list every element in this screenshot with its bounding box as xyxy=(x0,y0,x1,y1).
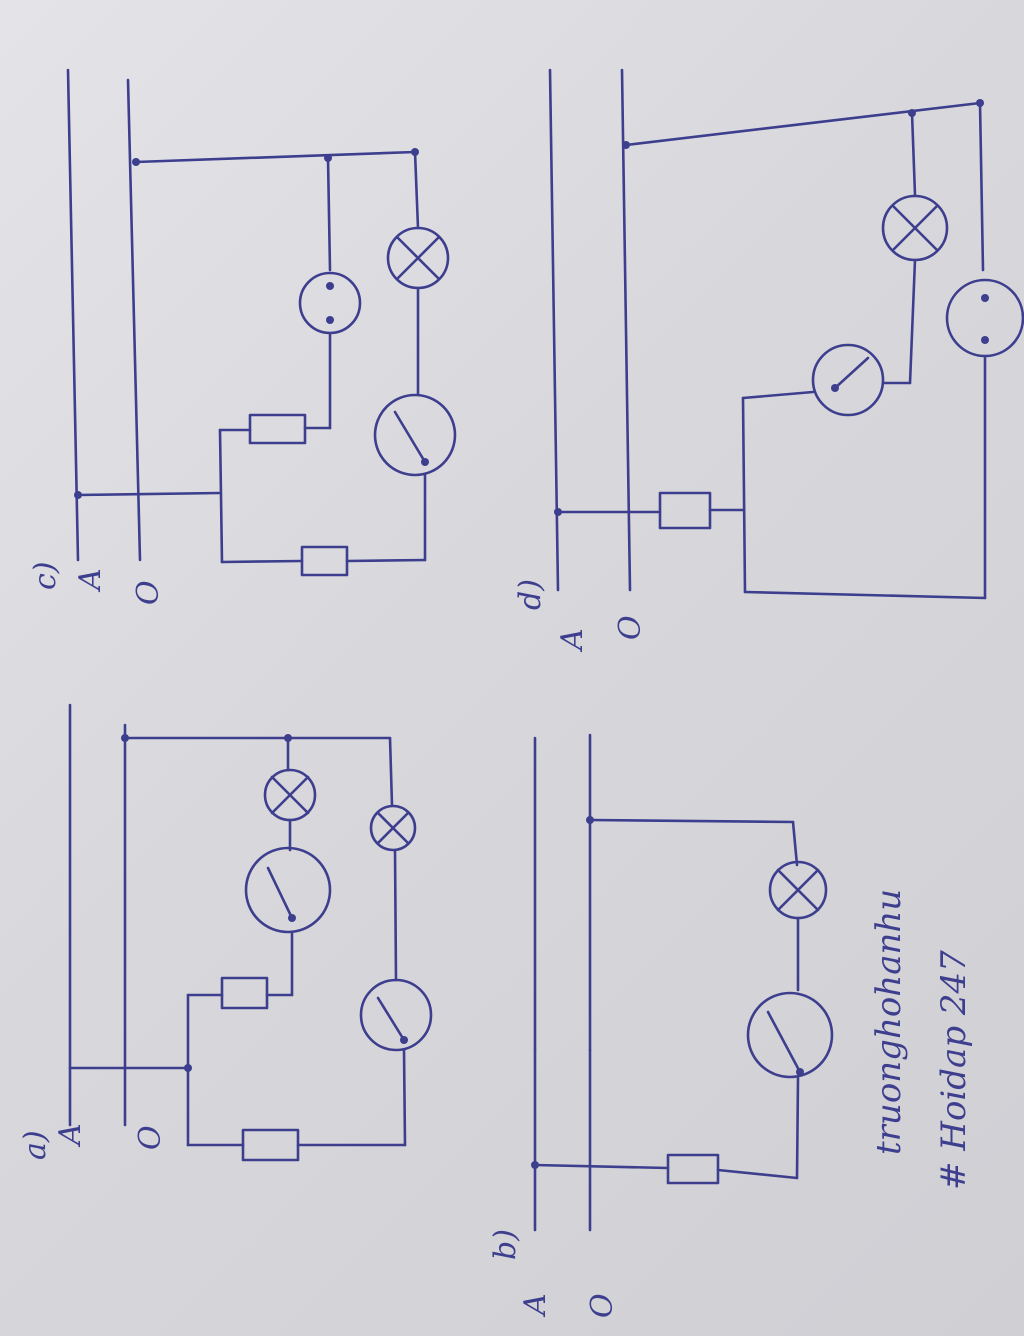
line-o-conductor xyxy=(620,68,632,592)
switch-icon xyxy=(244,846,332,934)
switch-contact xyxy=(421,458,429,466)
switch-contact xyxy=(831,384,839,392)
wire xyxy=(791,820,799,867)
diagram-b: b) A O xyxy=(488,733,834,1318)
junction-dot xyxy=(284,734,292,742)
switch-lever xyxy=(376,996,406,1042)
fuse-icon xyxy=(241,1128,300,1162)
socket-pin xyxy=(326,282,334,290)
wire xyxy=(624,101,982,147)
switch-lever xyxy=(833,356,870,390)
line-a-label: A xyxy=(53,1123,88,1148)
switch-icon xyxy=(359,978,433,1052)
line-a-conductor xyxy=(66,68,80,562)
socket-pin xyxy=(981,294,989,302)
wire xyxy=(741,396,747,594)
wire xyxy=(402,1048,407,1147)
wire xyxy=(910,111,917,197)
wire xyxy=(134,150,417,164)
diagram-c: c) A O xyxy=(28,68,457,605)
diagram-label: c) xyxy=(28,561,63,590)
wire xyxy=(76,491,222,497)
switch-contact xyxy=(796,1068,804,1076)
junction-dot xyxy=(184,1064,192,1072)
wire xyxy=(741,390,815,400)
switch-lever xyxy=(393,410,427,464)
switch-icon xyxy=(746,991,834,1079)
wire xyxy=(588,818,795,824)
fuse-icon xyxy=(666,1153,720,1185)
line-o-label: O xyxy=(613,615,648,640)
lamp-cross xyxy=(270,775,310,815)
switch-contact xyxy=(400,1036,408,1044)
lamp-cross xyxy=(376,811,410,845)
lamp-cross xyxy=(891,204,939,252)
fuse-icon xyxy=(300,545,349,577)
diagram-d: d) A O xyxy=(513,68,1024,653)
wire xyxy=(978,101,985,272)
line-a-conductor xyxy=(548,68,560,592)
line-o-label: O xyxy=(133,1125,168,1150)
switch-contact xyxy=(288,914,296,922)
line-a-label: A xyxy=(518,1293,553,1318)
wire xyxy=(393,848,398,982)
junction-dot xyxy=(74,491,82,499)
line-o-label: O xyxy=(131,580,166,605)
switch-lever xyxy=(266,866,294,920)
signature-tag: # Hoidap 247 xyxy=(934,950,974,1190)
line-o-label: O xyxy=(585,1293,620,1318)
switch-icon xyxy=(811,343,885,417)
wire xyxy=(413,150,420,230)
line-a-label: A xyxy=(73,568,108,593)
diagram-label: a) xyxy=(18,1130,53,1160)
wire xyxy=(220,559,304,564)
wire xyxy=(743,590,987,600)
fuse-icon xyxy=(658,491,712,530)
switch-icon xyxy=(373,393,457,477)
wire xyxy=(388,736,394,807)
wire xyxy=(326,156,332,272)
lamp-cross xyxy=(395,235,441,281)
switch-lever xyxy=(766,1010,802,1074)
lamp-cross xyxy=(776,868,820,912)
lamp-icon xyxy=(369,804,417,852)
junction-dot xyxy=(554,508,562,516)
diagram-a: a) A O xyxy=(18,703,433,1162)
line-o-conductor xyxy=(126,78,142,562)
wire xyxy=(716,1168,799,1180)
diagram-label: d) xyxy=(513,579,548,610)
wire xyxy=(795,1076,800,1180)
wire xyxy=(908,258,917,385)
wire xyxy=(345,558,427,563)
fuse-icon xyxy=(220,976,269,1010)
socket-pin xyxy=(981,336,989,344)
line-a-label: A xyxy=(555,628,590,653)
wire xyxy=(218,428,224,564)
socket-pin xyxy=(326,316,334,324)
socket-icon xyxy=(945,278,1024,358)
fuse-icon xyxy=(248,413,307,445)
signature: truonghohanhu # Hoidap 247 xyxy=(869,889,974,1190)
wire xyxy=(533,1163,670,1170)
diagram-label: b) xyxy=(488,1229,523,1260)
signature-name: truonghohanhu xyxy=(869,889,909,1155)
